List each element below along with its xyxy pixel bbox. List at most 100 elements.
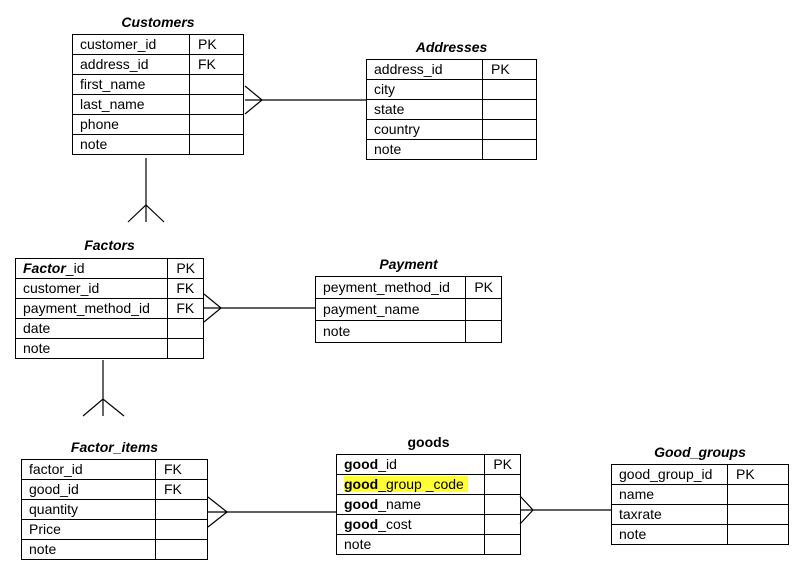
field-cell: quantity	[21, 499, 156, 520]
table-row: good_cost	[335, 514, 521, 535]
key-cell	[482, 79, 537, 100]
key-cell: FK	[167, 278, 204, 299]
field-cell: taxrate	[611, 504, 728, 525]
table-row: note	[21, 539, 208, 560]
table-row: good_id PK	[335, 454, 521, 475]
table-row: note	[611, 524, 789, 545]
key-cell	[155, 499, 208, 520]
table-row: Price	[21, 519, 208, 540]
key-cell: PK	[167, 258, 204, 279]
entity-title: Factors	[84, 237, 135, 253]
entity-title: Factor_items	[70, 439, 159, 455]
field-cell: note	[21, 539, 156, 560]
field-cell: factor_id	[21, 459, 156, 480]
field-cell: good_group_id	[611, 464, 728, 485]
entity-title: Addresses	[415, 39, 488, 55]
key-cell	[482, 139, 537, 160]
key-cell	[189, 74, 244, 95]
key-cell	[465, 298, 502, 321]
key-cell	[167, 338, 204, 359]
key-cell	[484, 494, 521, 515]
key-cell	[727, 504, 789, 525]
table-row: taxrate	[611, 504, 789, 525]
field-cell: payment_name	[314, 298, 467, 321]
key-cell	[484, 474, 521, 495]
table-row: last_name	[72, 94, 244, 115]
field-cell: good_group _code	[335, 474, 486, 495]
table-row: first_name	[72, 74, 244, 95]
key-cell: FK	[189, 54, 244, 75]
table-row: note	[335, 534, 521, 555]
key-cell: FK	[167, 298, 204, 319]
field-cell: last_name	[72, 94, 190, 115]
field-cell: good_name	[335, 494, 486, 515]
table-row: note	[314, 320, 502, 343]
field-cell: country	[366, 119, 483, 140]
key-cell	[482, 99, 537, 120]
entity-title: Payment	[379, 256, 438, 272]
key-cell: FK	[155, 459, 208, 480]
field-cell: note	[314, 320, 467, 343]
key-cell	[465, 320, 502, 343]
field-cell: date	[14, 318, 169, 339]
field-cell: phone	[72, 114, 190, 135]
key-cell	[189, 134, 244, 155]
key-cell	[482, 119, 537, 140]
key-cell	[727, 484, 789, 505]
table-row: quantity	[21, 499, 208, 520]
table-row: note	[366, 139, 537, 160]
field-cell: address_id	[72, 54, 190, 75]
field-cell: peyment_method_id	[314, 276, 467, 299]
table-row: state	[366, 99, 537, 120]
key-cell: PK	[727, 464, 789, 485]
table-row: city	[366, 79, 537, 100]
field-cell: good_id	[21, 479, 156, 500]
key-cell: PK	[465, 276, 502, 299]
entity-title: Customers	[121, 14, 195, 30]
key-cell	[484, 514, 521, 535]
table-row: good_group _code	[335, 474, 521, 495]
key-cell	[155, 519, 208, 540]
table-row: note	[72, 134, 244, 155]
key-cell: PK	[482, 59, 537, 80]
table-row: payment_name	[314, 298, 502, 321]
key-cell	[484, 534, 521, 555]
field-cell: customer_id	[14, 278, 169, 299]
field-cell: note	[611, 524, 728, 545]
field-cell: note	[72, 134, 190, 155]
field-cell: good_cost	[335, 514, 486, 535]
table-row: good_name	[335, 494, 521, 515]
key-cell	[189, 94, 244, 115]
field-cell: payment_method_id	[14, 298, 169, 319]
key-cell: FK	[155, 479, 208, 500]
field-cell: customer_id	[72, 34, 190, 55]
field-cell: address_id	[366, 59, 483, 80]
table-row: country	[366, 119, 537, 140]
table-row: date	[14, 318, 204, 339]
field-cell: Factor_id	[14, 258, 169, 279]
field-cell: note	[14, 338, 169, 359]
key-cell: PK	[484, 454, 521, 475]
table-row: note	[14, 338, 204, 359]
key-cell	[167, 318, 204, 339]
entity-title: goods	[407, 434, 450, 450]
key-cell	[189, 114, 244, 135]
field-cell: Price	[21, 519, 156, 540]
field-cell: note	[335, 534, 486, 555]
entity-goods: goods good_id PK good_group _code good_n…	[335, 434, 521, 558]
